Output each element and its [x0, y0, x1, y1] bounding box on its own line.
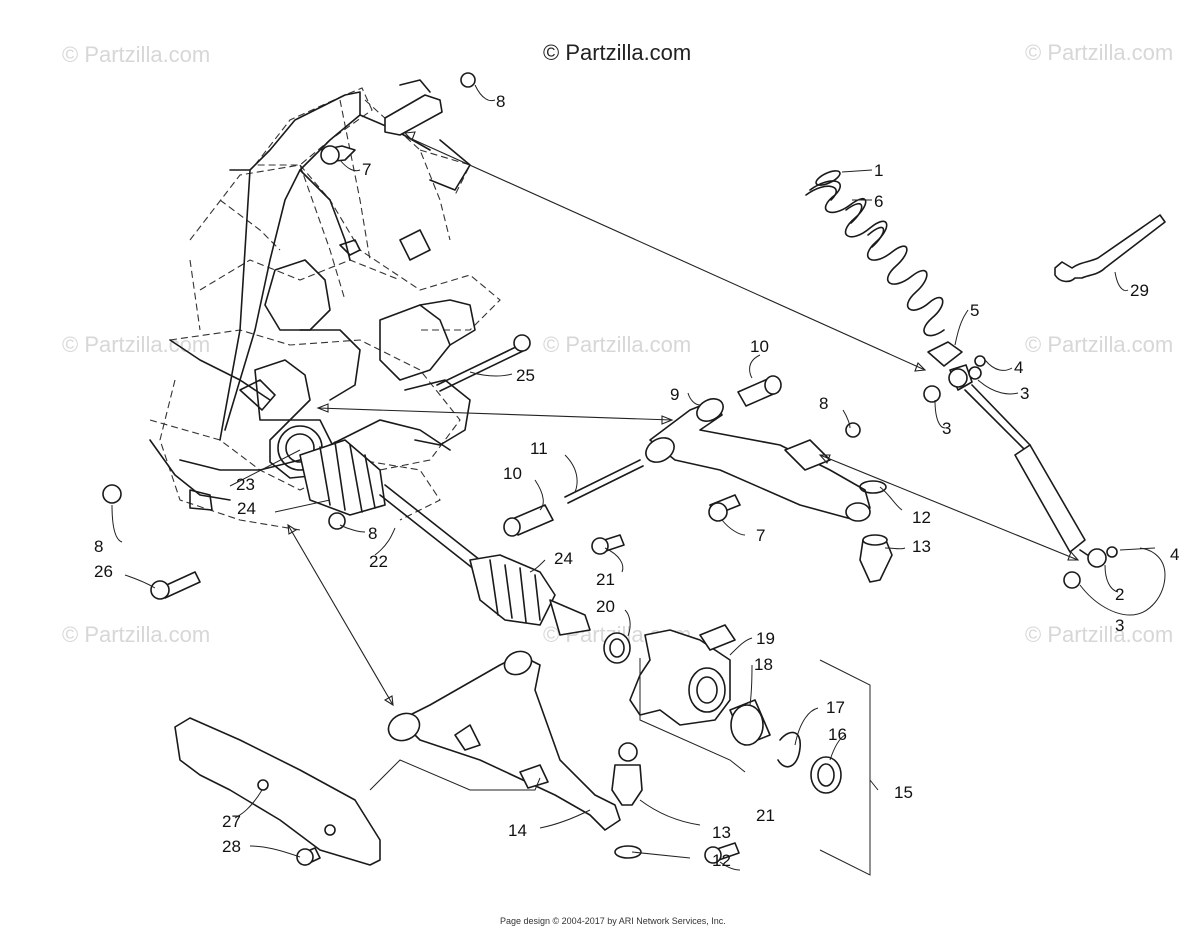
- callout-29: 29: [1130, 281, 1149, 300]
- lower-a-arm: [387, 650, 621, 831]
- upper-a-arm: [645, 398, 871, 522]
- leader-lines: [111, 84, 1166, 871]
- callout-5: 5: [970, 301, 979, 320]
- callout-6: 6: [874, 192, 883, 211]
- callout-17: 17: [826, 698, 845, 717]
- callout-22: 22: [369, 552, 388, 571]
- watermark-repeat: © Partzilla.com: [1025, 622, 1173, 647]
- spring-seat: [927, 341, 963, 367]
- watermark-repeat: © Partzilla.com: [543, 332, 691, 357]
- callout-21: 21: [596, 570, 615, 589]
- callout-18: 18: [754, 655, 773, 674]
- seal-20: [603, 632, 631, 664]
- callout-8: 8: [94, 537, 103, 556]
- callout-labels: 1 6 29 5 4 3 3 8 7 10 25 9 8 11 10 23 24…: [94, 92, 1179, 870]
- frame-bracket: [384, 79, 443, 136]
- callout-8: 8: [496, 92, 505, 111]
- callout-28: 28: [222, 837, 241, 856]
- callout-11: 11: [530, 439, 548, 458]
- hub-bearing: [729, 699, 842, 794]
- callout-13: 13: [712, 823, 731, 842]
- bolts-21: [591, 534, 740, 864]
- callout-3: 3: [942, 419, 951, 438]
- callout-8: 8: [368, 524, 377, 543]
- skid-bracket: [369, 759, 541, 791]
- callout-10: 10: [750, 337, 769, 356]
- footer-credit: Page design © 2004-2017 by ARI Network S…: [500, 916, 726, 926]
- callout-25: 25: [516, 366, 535, 385]
- callout-24: 24: [237, 499, 256, 518]
- watermark-repeat: © Partzilla.com: [1025, 332, 1173, 357]
- watermark-top: © Partzilla.com: [543, 40, 691, 65]
- shock-absorber: [923, 355, 1118, 589]
- callout-10: 10: [503, 464, 522, 483]
- callout-27: 27: [222, 812, 241, 831]
- skid-plate: [174, 717, 381, 866]
- callout-2: 2: [1115, 585, 1124, 604]
- group-bracket-15: [639, 658, 879, 876]
- callout-7: 7: [756, 526, 765, 545]
- callout-13: 13: [912, 537, 931, 556]
- callout-12: 12: [712, 851, 731, 870]
- callout-15: 15: [894, 783, 913, 802]
- callout-8: 8: [819, 394, 828, 413]
- watermark-repeat: © Partzilla.com: [1025, 40, 1173, 65]
- callout-16: 16: [828, 725, 847, 744]
- upper-bushings: [436, 334, 782, 537]
- callout-4: 4: [1014, 358, 1023, 377]
- coil-spring: [805, 170, 945, 337]
- callout-20: 20: [596, 597, 615, 616]
- callout-23: 23: [236, 475, 255, 494]
- assembly-arrows: [287, 131, 1080, 707]
- cv-axle: [299, 439, 591, 636]
- watermark-repeat: © Partzilla.com: [62, 332, 210, 357]
- callout-3: 3: [1020, 384, 1029, 403]
- callout-7: 7: [362, 160, 371, 179]
- ball-joints: [611, 480, 893, 859]
- callout-3: 3: [1115, 616, 1124, 635]
- watermark-repeat: © Partzilla.com: [62, 622, 210, 647]
- callout-1: 1: [874, 161, 883, 180]
- callout-4: 4: [1170, 545, 1179, 564]
- vehicle-frame: [149, 87, 501, 531]
- callout-9: 9: [670, 385, 679, 404]
- callout-26: 26: [94, 562, 113, 581]
- callout-14: 14: [508, 821, 527, 840]
- spanner-wrench: [1054, 214, 1166, 283]
- watermark-repeat: © Partzilla.com: [62, 42, 210, 67]
- callout-12: 12: [912, 508, 931, 527]
- steering-knuckle: [629, 624, 736, 726]
- callout-24: 24: [554, 549, 573, 568]
- callout-21: 21: [756, 806, 775, 825]
- bolts-and-nuts: [102, 72, 861, 600]
- callout-19: 19: [756, 629, 775, 648]
